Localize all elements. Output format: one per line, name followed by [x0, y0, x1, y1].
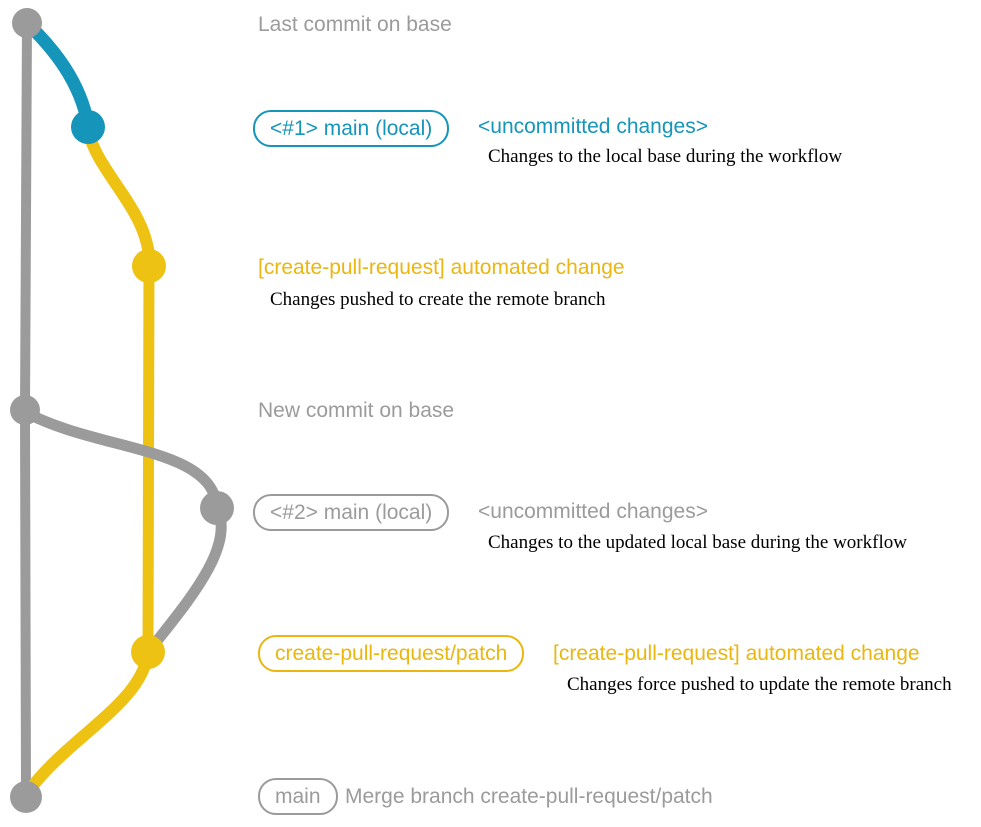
edge-base-to-local1 [20, 16, 95, 131]
status-uncommitted-1: <uncommitted changes> [478, 115, 708, 138]
commit-node-patch2 [131, 635, 165, 669]
commit-node-patch1 [132, 249, 166, 283]
commit-node-last-base [12, 8, 42, 38]
commit-node-new-base [10, 395, 40, 425]
status-uncommitted-2: <uncommitted changes> [478, 500, 708, 523]
desc-local-changes-2: Changes to the updated local base during… [488, 532, 907, 553]
edge-patch2-to-merge [22, 646, 154, 798]
caption-merge: Merge branch create-pull-request/patch [345, 785, 713, 808]
desc-automated-change-2: Changes force pushed to update the remot… [567, 674, 952, 695]
commit-node-local1 [71, 110, 105, 144]
caption-automated-change-2: [create-pull-request] automated change [553, 642, 920, 665]
edge-local1-to-patch1 [82, 124, 155, 273]
git-graph [10, 8, 234, 813]
desc-local-changes-1: Changes to the local base during the wor… [488, 146, 843, 167]
badge-main-local-2: <#2> main (local) [253, 494, 450, 531]
commit-node-local2 [200, 491, 234, 525]
edge-patch-vertical [142, 261, 155, 658]
caption-automated-change-1: [create-pull-request] automated change [258, 256, 625, 279]
edge-local2-to-patch2 [144, 502, 227, 656]
caption-last-commit: Last commit on base [258, 13, 452, 36]
caption-new-commit: New commit on base [258, 399, 455, 422]
desc-automated-change-1: Changes pushed to create the remote bran… [270, 289, 606, 310]
edge-base-to-local2 [19, 406, 223, 514]
badge-main: main [258, 778, 338, 815]
badge-main-local-1: <#1> main (local) [253, 110, 450, 147]
badge-patch-branch: create-pull-request/patch [258, 635, 525, 672]
commit-node-merge [10, 781, 42, 813]
